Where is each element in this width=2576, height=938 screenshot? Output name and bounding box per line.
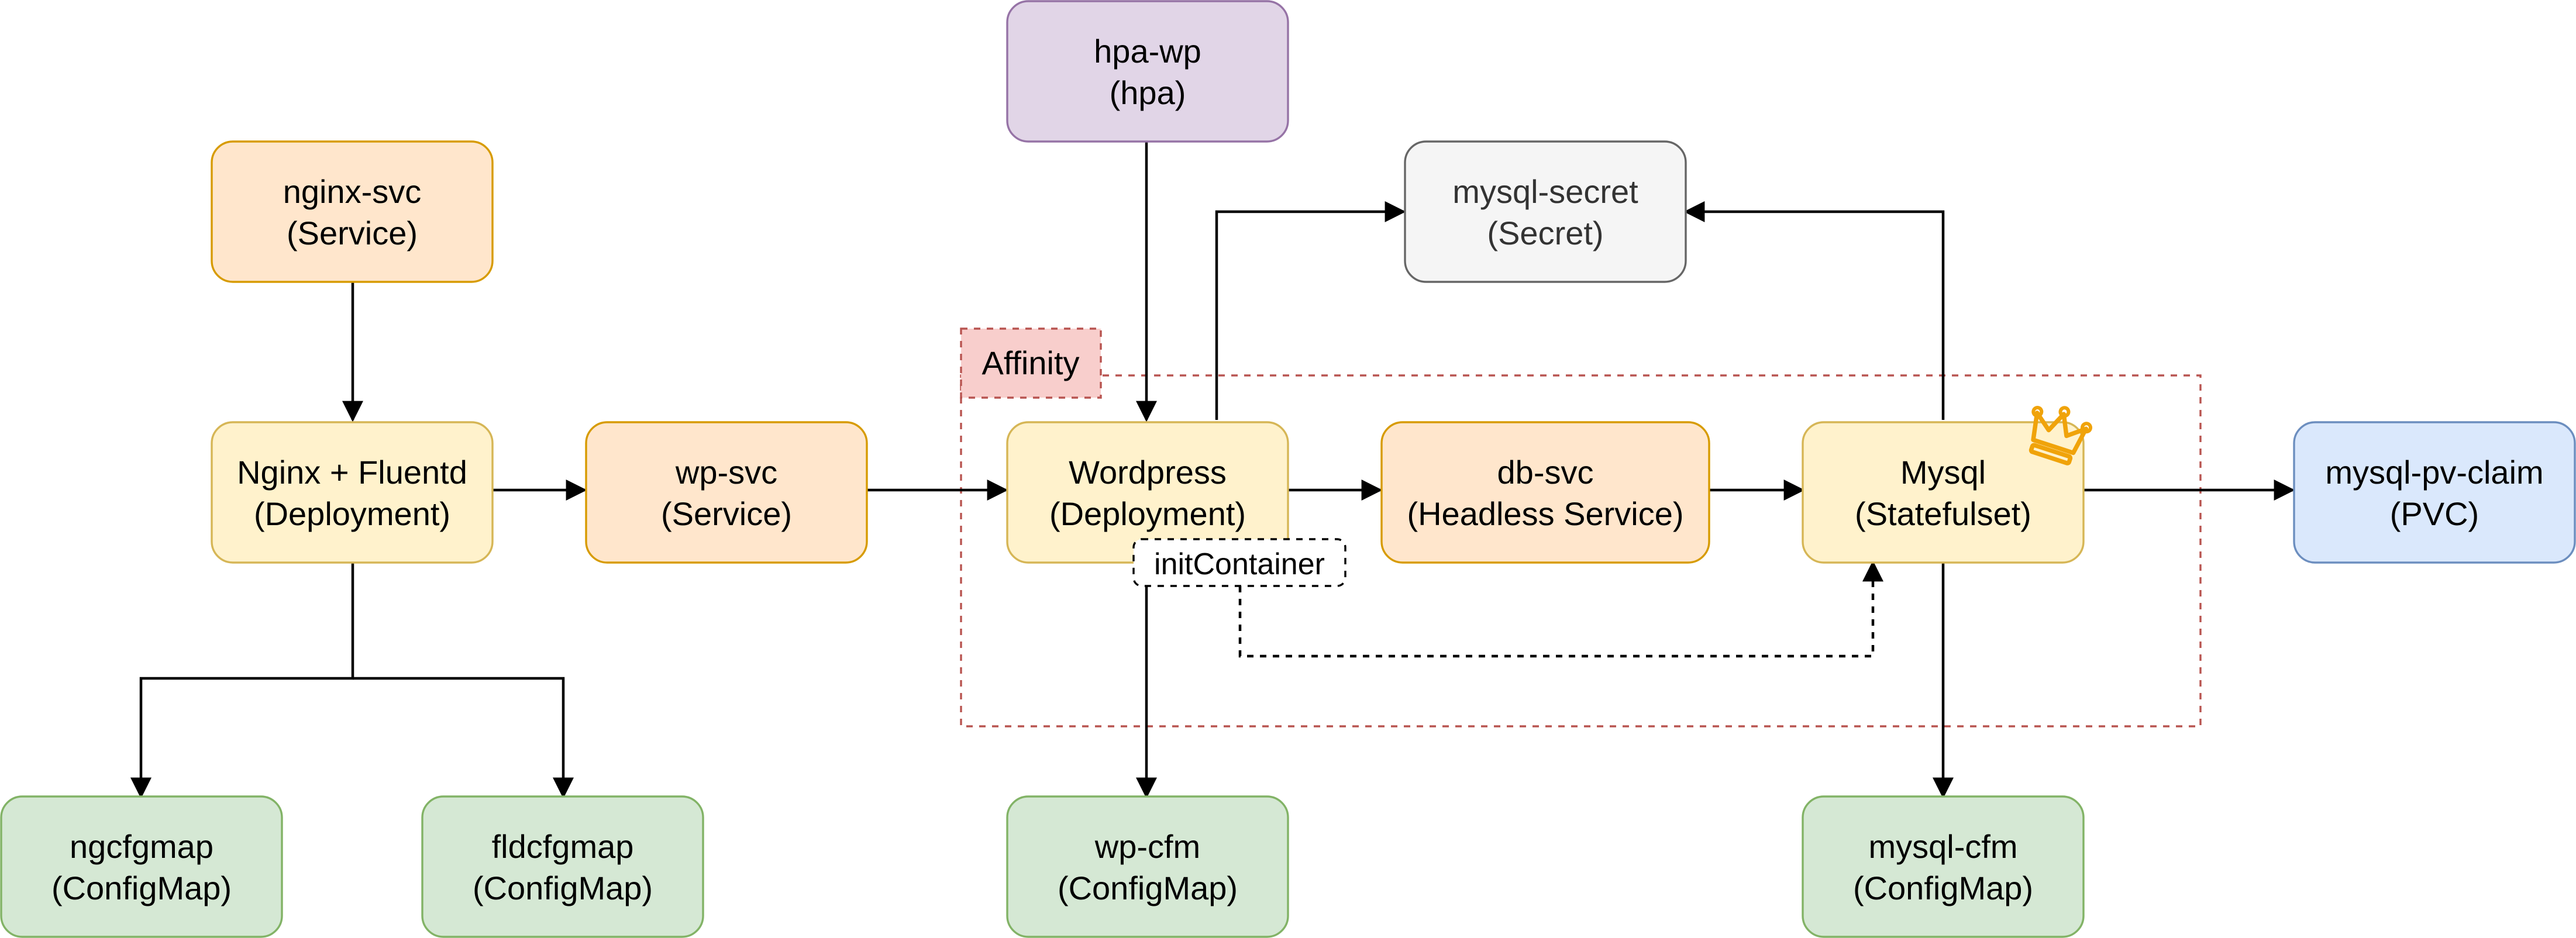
node-wp-svc-kind: (Service) (661, 495, 792, 532)
affinity-label: Affinity (960, 327, 1102, 399)
node-wp-cfm-kind: (ConfigMap) (1058, 870, 1238, 906)
node-hpa-wp-name: hpa-wp (1094, 33, 1201, 70)
node-mysql: Mysql (Statefulset) (1802, 421, 2085, 564)
node-mysql-cfm-name: mysql-cfm (1868, 828, 2017, 865)
edge-nginx-to-ngcfgmap (130, 560, 354, 799)
edge-nginx-to-fldcfgmap (353, 677, 574, 799)
edge-wordpress-to-secret (1215, 201, 1406, 420)
node-mysql-pvc-name: mysql-pv-claim (2325, 454, 2543, 491)
node-mysql-secret-name: mysql-secret (1452, 173, 1638, 210)
node-nginx-svc-name: nginx-svc (283, 173, 422, 210)
node-wordpress-kind: (Deployment) (1049, 495, 1246, 532)
node-hpa-wp: hpa-wp (hpa) (1006, 0, 1289, 143)
node-mysql-pvc: mysql-pv-claim (PVC) (2293, 421, 2576, 564)
node-fldcfgmap-name: fldcfgmap (492, 828, 634, 865)
node-wp-svc: wp-svc (Service) (585, 421, 868, 564)
node-nginx-deployment-name: Nginx + Fluentd (237, 454, 467, 491)
node-wp-cfm: wp-cfm (ConfigMap) (1006, 795, 1289, 938)
node-nginx-svc: nginx-svc (Service) (211, 140, 494, 283)
node-nginx-deployment: Nginx + Fluentd (Deployment) (211, 421, 494, 564)
node-nginx-deployment-kind: (Deployment) (254, 495, 450, 532)
node-db-svc-name: db-svc (1497, 454, 1594, 491)
edge-mysql-to-secret (1683, 201, 1945, 420)
node-wp-svc-name: wp-svc (675, 454, 777, 491)
affinity-label-text: Affinity (982, 344, 1079, 381)
crown-icon (2029, 406, 2092, 465)
node-ngcfgmap: ngcfgmap (ConfigMap) (0, 795, 283, 938)
node-nginx-svc-kind: (Service) (287, 215, 418, 251)
node-mysql-cfm-kind: (ConfigMap) (1853, 870, 2033, 906)
node-fldcfgmap: fldcfgmap (ConfigMap) (421, 795, 704, 938)
node-db-svc: db-svc (Headless Service) (1380, 421, 1710, 564)
node-wordpress-name: Wordpress (1069, 454, 1227, 491)
node-mysql-pvc-kind: (PVC) (2390, 495, 2479, 532)
init-container-label: initContainer (1132, 538, 1346, 587)
node-mysql-name: Mysql (1900, 454, 1986, 491)
node-mysql-kind: (Statefulset) (1855, 495, 2031, 532)
init-container-label-text: initContainer (1154, 547, 1325, 581)
node-wordpress: Wordpress (Deployment) (1006, 421, 1289, 564)
affinity-boundary (960, 374, 2202, 727)
node-mysql-secret-kind: (Secret) (1487, 215, 1603, 251)
node-fldcfgmap-kind: (ConfigMap) (473, 870, 653, 906)
node-mysql-cfm: mysql-cfm (ConfigMap) (1802, 795, 2085, 938)
node-mysql-secret: mysql-secret (Secret) (1404, 140, 1687, 283)
node-ngcfgmap-kind: (ConfigMap) (51, 870, 232, 906)
node-ngcfgmap-name: ngcfgmap (70, 828, 213, 865)
edge-initcontainer-to-mysql (1238, 560, 1883, 658)
node-hpa-wp-kind: (hpa) (1110, 74, 1186, 111)
edges (130, 142, 2295, 799)
node-wp-cfm-name: wp-cfm (1094, 828, 1200, 865)
node-db-svc-kind: (Headless Service) (1407, 495, 1683, 532)
